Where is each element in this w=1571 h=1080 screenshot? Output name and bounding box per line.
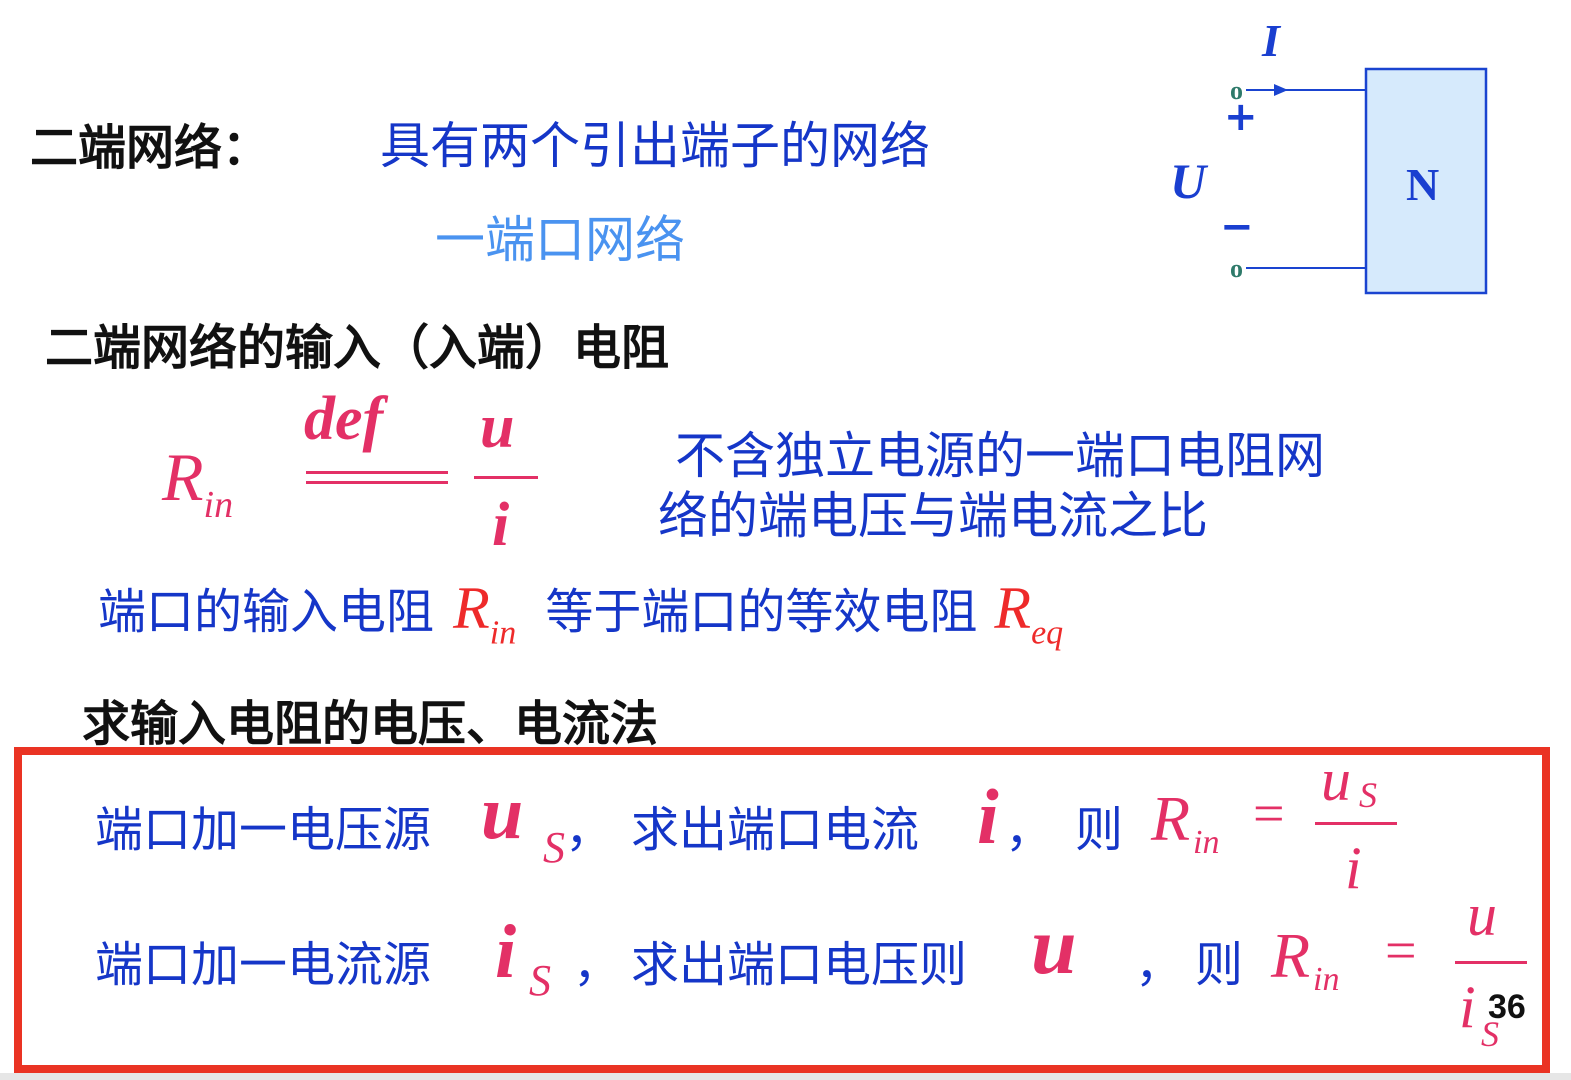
method2-fraction-den-sub-S: S <box>1481 1014 1499 1054</box>
bottom-scroll-strip <box>0 1073 1571 1080</box>
method2-fraction-den-i: i <box>1459 974 1476 1040</box>
method2-fraction-bar <box>1455 961 1527 964</box>
one-port-circuit-diagram: I o + U − o N <box>1150 10 1550 310</box>
method1-R-sub-in: in <box>1193 824 1220 861</box>
method2-source-sub-S: S <box>529 956 551 1005</box>
method1-R: R <box>1151 783 1191 854</box>
page-number: 36 <box>1488 988 1526 1026</box>
method2-then: 则 <box>1195 937 1244 993</box>
method1-equals: = <box>1253 783 1285 845</box>
symbol-R-eq: Req <box>994 575 1064 652</box>
method2-R: R <box>1271 920 1311 991</box>
def-double-line-top <box>306 471 448 474</box>
method1-source-u: u <box>481 771 524 855</box>
circuit-wiring-icon <box>1246 67 1488 295</box>
method-2-row: 端口加一电流源 i S ， 求出端口电压则 u ， 则 R in = u i S <box>95 882 1545 1055</box>
voltage-current-method-heading: 求输入电阻的电压、电流法 <box>82 696 659 752</box>
method1-comma-1: ， <box>565 802 614 858</box>
method1-fraction-bar <box>1315 822 1397 825</box>
method1-then: 则 <box>1075 802 1124 858</box>
method2-measured-u: u <box>1031 900 1077 991</box>
method1-comma-2: ， <box>1005 802 1054 858</box>
def-double-line-bottom <box>306 481 448 484</box>
input-resistance-heading: 二端网络的输入（入端）电阻 <box>45 320 670 376</box>
current-label-I: I <box>1262 15 1280 66</box>
def-label: def <box>304 385 384 453</box>
equivalence-text-2: 等于端口的等效电阻 <box>545 584 978 640</box>
minus-sign: − <box>1220 204 1254 250</box>
equivalence-statement: 端口的输入电阻 Rin 等于端口的等效电阻 Req <box>98 572 1063 652</box>
method2-comma-1: ， <box>573 937 622 993</box>
definition-formula: Rin def u i <box>162 385 552 559</box>
explanation-line-2: 络的端电压与端电流之比 <box>658 487 1208 545</box>
method2-equals: = <box>1385 920 1417 982</box>
terminal-bottom: o <box>1230 254 1243 283</box>
method1-measured-i: i <box>977 773 999 860</box>
method1-text-1: 端口加一电压源 <box>95 802 432 858</box>
one-port-network-alias: 一端口网络 <box>435 211 685 269</box>
method2-text-1: 端口加一电流源 <box>95 937 432 993</box>
method2-text-2: 求出端口电压则 <box>631 937 968 993</box>
method-highlight-box <box>14 747 1550 1073</box>
method2-source-i: i <box>495 910 517 994</box>
two-terminal-network-definition: 具有两个引出端子的网络 <box>380 117 930 175</box>
two-terminal-network-term: 二端网络： <box>30 120 271 176</box>
method-1-row: 端口加一电压源 u S ， 求出端口电流 i ， 则 R in = u S i <box>95 747 1445 901</box>
method1-fraction-num-sub-S: S <box>1359 775 1377 815</box>
network-label-N: N <box>1406 159 1440 210</box>
voltage-label-U: U <box>1170 153 1207 209</box>
method2-R-sub-in: in <box>1313 961 1340 998</box>
plus-sign: + <box>1224 94 1258 140</box>
method2-fraction-num-u: u <box>1467 882 1497 948</box>
equivalence-text-1: 端口的输入电阻 <box>98 584 435 640</box>
explanation-line-1: 不含独立电源的一端口电阻网 <box>675 427 1325 485</box>
symbol-R-in: Rin <box>453 575 517 652</box>
method1-fraction-den-i: i <box>1345 835 1362 901</box>
formula-R: Rin <box>162 439 234 527</box>
method1-source-sub-S: S <box>543 823 565 872</box>
fraction-bar <box>474 476 538 479</box>
method1-text-2: 求出端口电流 <box>631 802 920 858</box>
fraction-denominator-i: i <box>492 491 510 559</box>
terminal-top: o <box>1230 76 1243 105</box>
fraction-numerator-u: u <box>480 393 515 461</box>
method1-fraction-num-u: u <box>1321 747 1351 813</box>
method2-comma-2: ， <box>1135 937 1184 993</box>
